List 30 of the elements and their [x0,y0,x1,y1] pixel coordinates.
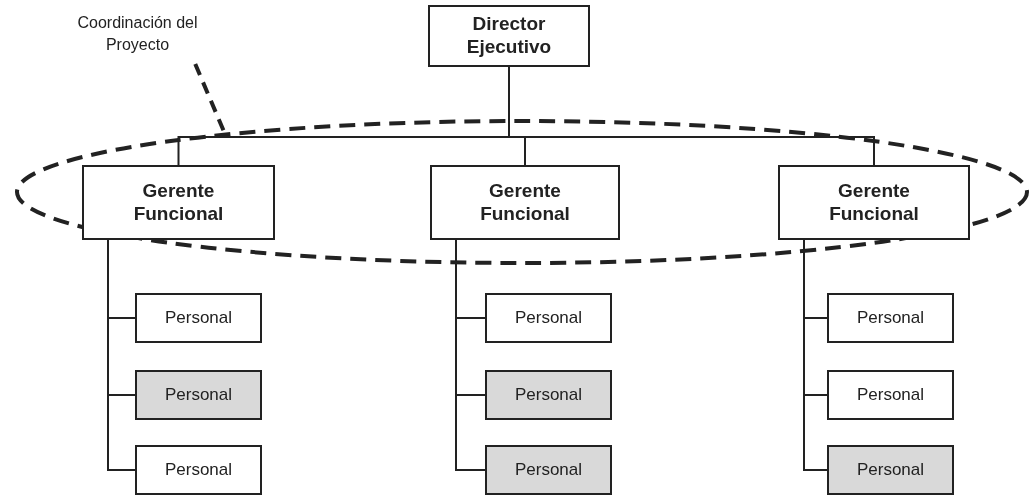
connector-line [107,239,136,471]
box-label: Personal [856,385,925,405]
staff-box [135,293,262,343]
box-title: Gerente Funcional [479,179,571,226]
manager-box [428,5,590,67]
box-label: Personal [164,385,233,405]
box-title: Gerente Funcional [132,179,225,226]
box-title: Gerente Funcional [828,179,920,226]
staff-box [827,293,954,343]
box-label: Personal [164,308,233,328]
staff-box [485,445,612,495]
staff-box [485,370,612,420]
box-title: Director Ejecutivo [465,13,553,59]
box-label: Personal [856,460,925,480]
staff-box [135,370,262,420]
staff-box [827,370,954,420]
manager-box [82,165,275,240]
manager-box [430,165,620,240]
manager-box [778,165,970,240]
staff-box [135,445,262,495]
annotation-label: Coordinación del Proyecto [76,13,199,55]
box-label: Personal [856,308,925,328]
connector-line [455,239,486,471]
staff-box [827,445,954,495]
box-label: Personal [164,460,233,480]
box-label: Personal [514,460,583,480]
staff-box [485,293,612,343]
connector-line [803,239,828,471]
box-label: Personal [514,385,583,405]
box-label: Personal [514,308,583,328]
